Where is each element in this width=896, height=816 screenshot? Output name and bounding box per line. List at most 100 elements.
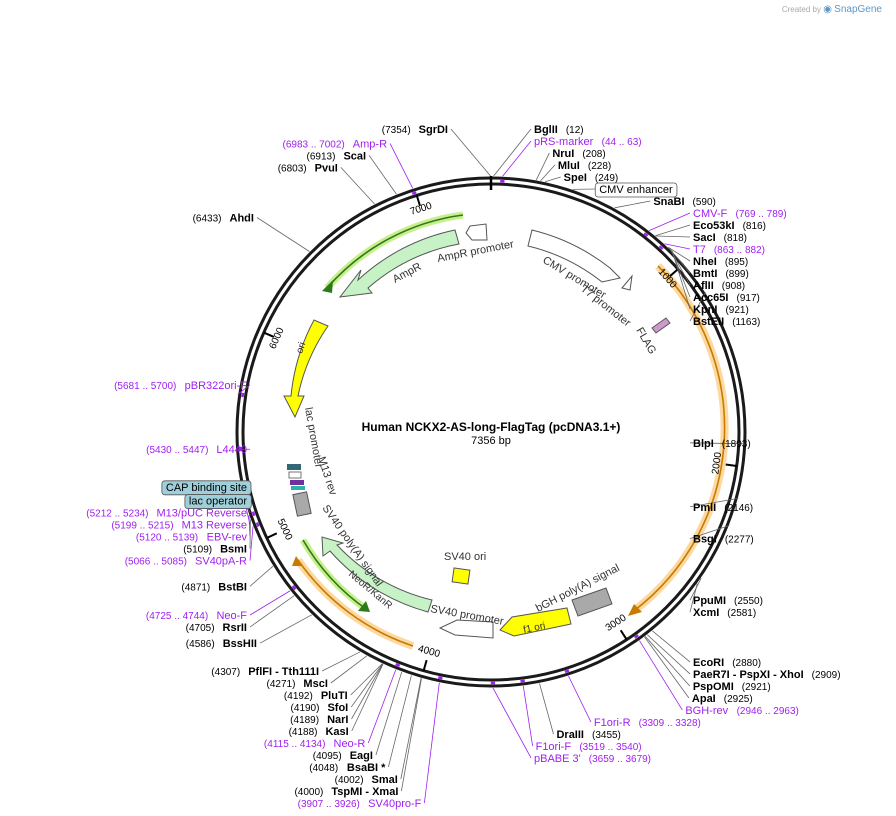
site-leader <box>350 663 383 708</box>
feature-label-sv40-ori: SV40 ori <box>444 551 486 563</box>
site-leader <box>249 595 295 628</box>
site-leader <box>544 176 561 183</box>
primer-range: (2946 .. 2963) <box>737 706 799 717</box>
snapgene-logo: ◉ <box>823 4 832 15</box>
site-leader <box>375 671 403 756</box>
site-name: ApaI <box>692 693 716 705</box>
site-name: SpeI <box>564 172 587 184</box>
site-leader <box>256 217 310 252</box>
site-name: BsaBI * <box>347 762 386 774</box>
site-leader <box>368 155 397 195</box>
primer-mark <box>658 245 664 250</box>
site-position: (4871) <box>181 582 210 593</box>
site-leader <box>647 634 691 675</box>
site-name: PmlI <box>693 502 716 514</box>
snapgene-name: SnapGene <box>834 4 882 15</box>
primer-leader <box>502 140 532 177</box>
tick-label: 2000 <box>710 451 724 475</box>
site-leader <box>671 251 691 310</box>
sv40-polya-shape <box>292 491 312 517</box>
site-position: (5109) <box>183 545 212 556</box>
site-position: (208) <box>582 149 605 160</box>
site-position: (4000) <box>294 787 323 798</box>
primer-mark <box>437 676 443 680</box>
tick-mark <box>669 268 679 278</box>
bgh-polya-shape <box>571 587 613 617</box>
neo-region-arc <box>297 559 414 647</box>
site-position: (6913) <box>307 151 336 162</box>
site-name: AflII <box>693 280 714 292</box>
ampr-orf-arc <box>326 214 464 289</box>
t7-promoter-shape <box>621 274 633 291</box>
site-name: PspOMI <box>693 681 734 693</box>
site-position: (2925) <box>724 694 753 705</box>
site-position: (4188) <box>289 727 318 738</box>
primer-leader <box>367 669 397 744</box>
site-leader <box>321 651 361 672</box>
site-position: (249) <box>595 173 618 184</box>
primer-mark <box>634 634 639 639</box>
boxed-feature-frame <box>184 494 252 509</box>
sv40-ori-shape <box>451 567 471 585</box>
site-leader <box>400 678 422 780</box>
ampr-shape <box>338 229 460 298</box>
site-position: (895) <box>725 257 748 268</box>
site-position: (6433) <box>193 214 222 225</box>
neor-orf-head <box>358 601 370 612</box>
site-name: Acc65I <box>693 292 728 304</box>
site-position: (2277) <box>725 535 754 546</box>
site-name: RsrII <box>223 622 247 634</box>
site-name: ScaI <box>343 150 366 162</box>
cap-binding-box <box>287 464 301 470</box>
tick-mark <box>422 659 428 671</box>
site-name: SnaBI <box>653 196 684 208</box>
site-name: Eco53kI <box>693 220 735 232</box>
site-position: (590) <box>693 197 716 208</box>
site-name: BsmI <box>220 544 247 556</box>
tick-mark <box>619 629 628 641</box>
primer-range: (4115 .. 4134) <box>264 739 326 750</box>
primer-range: (5199 .. 5215) <box>111 521 173 532</box>
site-leader <box>689 525 730 540</box>
primer-range: (3659 .. 3679) <box>589 754 651 765</box>
site-name: NheI <box>693 256 717 268</box>
site-leader <box>400 678 422 792</box>
site-leader <box>540 164 556 182</box>
site-position: (4705) <box>186 623 215 634</box>
site-name: BstBI <box>218 581 247 593</box>
site-leader <box>350 663 383 696</box>
tick-mark <box>266 532 278 539</box>
site-name: KpnI <box>693 304 717 316</box>
f1-ori-shape <box>499 607 572 637</box>
tick-mark <box>725 463 737 467</box>
neor-orf-arc <box>302 539 367 610</box>
primer-name: CMV-F <box>693 208 728 220</box>
primer-leader <box>648 212 691 231</box>
primer-leader <box>639 640 683 711</box>
site-position: (4189) <box>290 715 319 726</box>
primer-mark <box>291 585 297 591</box>
primer-range: (769 .. 789) <box>736 209 787 220</box>
site-name: BlpI <box>693 438 714 450</box>
primer-leader <box>237 384 251 395</box>
site-position: (3455) <box>592 730 621 741</box>
primer-range: (3907 .. 3926) <box>298 799 360 810</box>
primer-name: pBR322ori-F <box>185 380 248 392</box>
ampr-promoter-shape <box>465 223 488 241</box>
ampr-orf-head <box>322 280 333 293</box>
site-leader <box>493 128 532 177</box>
sv40-promoter-shape <box>438 619 494 639</box>
site-leader <box>340 167 375 205</box>
tick-mark <box>263 331 275 338</box>
tick-label: 7000 <box>409 200 434 217</box>
site-position: (2909) <box>812 670 841 681</box>
site-name: BmtI <box>693 268 717 280</box>
cmv-promoter-shape <box>527 229 621 283</box>
site-name: BstEII <box>693 316 724 328</box>
primer-name: L4440 <box>216 444 247 456</box>
site-position: (4586) <box>186 639 215 650</box>
site-name: DraIII <box>556 729 584 741</box>
primer-mark <box>395 663 401 667</box>
primer-mark <box>241 392 245 398</box>
